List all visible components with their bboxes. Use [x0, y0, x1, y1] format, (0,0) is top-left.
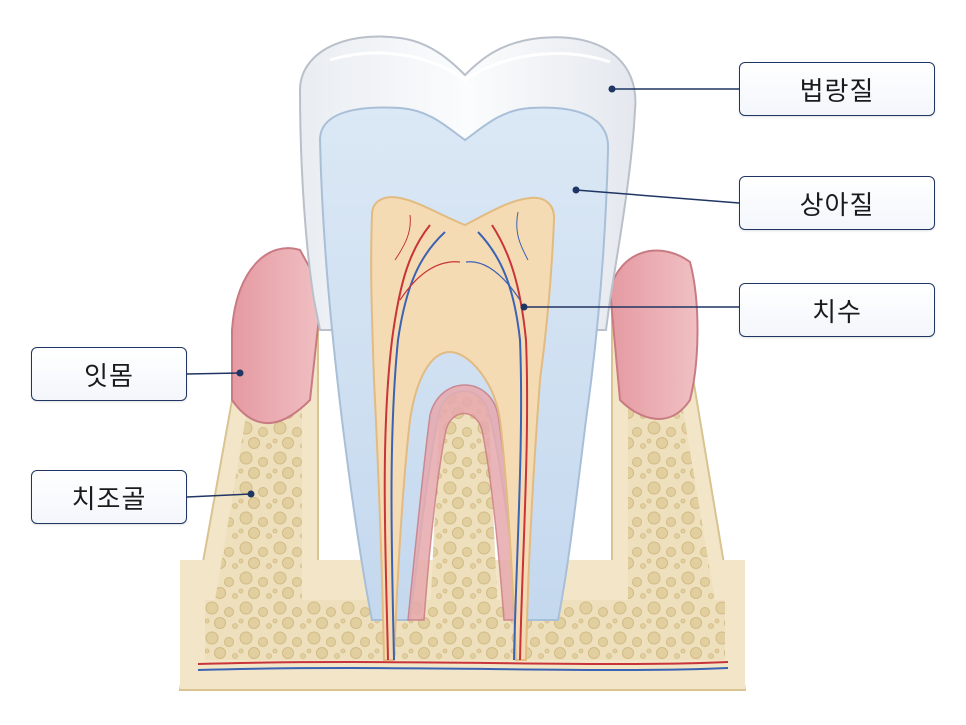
label-enamel-text: 법랑질: [799, 76, 875, 107]
gingiva: [231, 247, 699, 424]
leader-dentin-dot: [572, 186, 580, 194]
leader-pulp-dot: [520, 303, 528, 311]
leader-enamel-dot: [608, 85, 616, 93]
label-dentin-text: 상아질: [799, 190, 875, 221]
leader-lines: [186, 85, 740, 498]
label-gum: 잇몸: [31, 347, 187, 401]
pulp-chamber: [370, 196, 556, 661]
label-pulp: 치수: [739, 283, 935, 337]
leader-dentin: [575, 189, 740, 204]
label-dentin: 상아질: [739, 176, 935, 230]
bottom-blood-vessels: [197, 661, 729, 671]
label-pulp-text: 치수: [812, 297, 862, 328]
pulp-blood-vessels: [383, 211, 529, 661]
label-enamel: 법랑질: [739, 62, 935, 116]
label-bone: 치조골: [31, 470, 187, 524]
leader-bone-dot: [247, 490, 255, 498]
leader-bone: [186, 493, 252, 498]
leader-gum: [186, 372, 241, 375]
label-gum-text: 잇몸: [84, 361, 134, 392]
leader-gum-dot: [236, 369, 244, 377]
label-bone-text: 치조골: [71, 484, 147, 515]
